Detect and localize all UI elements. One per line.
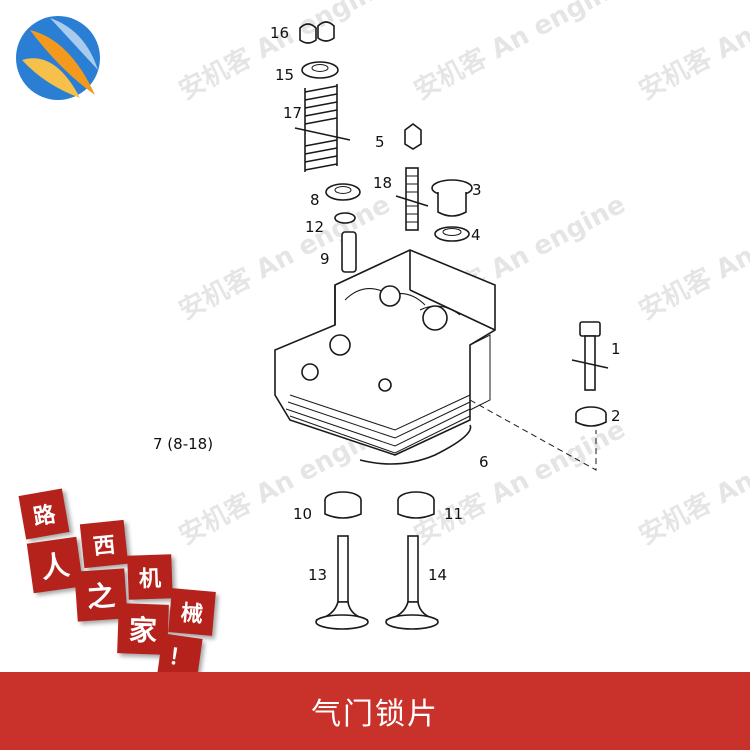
part-3-sleeve bbox=[431, 179, 473, 217]
part-2-washer bbox=[575, 406, 607, 427]
callout-12: 12 bbox=[305, 218, 324, 236]
footer-title: 气门锁片 bbox=[311, 697, 439, 732]
part-5-nut bbox=[404, 123, 422, 150]
watermark-text: 安机客 An engine bbox=[634, 189, 750, 326]
watermark-text: 安机客 An engine bbox=[634, 414, 750, 551]
badge-tile: 机 bbox=[127, 554, 173, 600]
callout-16: 16 bbox=[270, 24, 289, 42]
part-7-cylinder-head bbox=[274, 249, 496, 456]
callout-15: 15 bbox=[275, 66, 294, 84]
part-15-retainer bbox=[301, 61, 339, 79]
part-8-spring-seat bbox=[325, 183, 361, 201]
callout-14: 14 bbox=[428, 566, 447, 584]
callout-17: 17 bbox=[283, 104, 302, 122]
callout-9: 9 bbox=[320, 250, 330, 268]
badge-tile: 路 bbox=[18, 488, 70, 540]
footer-bar: 气门锁片 bbox=[0, 672, 750, 750]
callout-8: 8 bbox=[310, 191, 320, 209]
part-9-valve-guide bbox=[341, 231, 357, 273]
callout-6: 6 bbox=[479, 453, 489, 471]
part-13-intake-valve bbox=[315, 535, 369, 630]
part-4-ring bbox=[434, 226, 470, 242]
part-14-exhaust-valve bbox=[385, 535, 439, 630]
alignment-dashed-line bbox=[469, 399, 597, 471]
callout-3: 3 bbox=[472, 181, 482, 199]
part-18-stud bbox=[395, 167, 429, 231]
part-11-valve-seat bbox=[397, 491, 435, 519]
callout-5: 5 bbox=[375, 133, 385, 151]
callout-7: 7 (8-18) bbox=[153, 435, 213, 453]
callout-18: 18 bbox=[373, 174, 392, 192]
watermark-text: 安机客 An engine bbox=[409, 414, 631, 551]
watermark-text: 安机客 An engine bbox=[409, 0, 631, 106]
watermark-text: 安机客 An engine bbox=[634, 0, 750, 106]
part-6-gasket bbox=[359, 424, 472, 465]
callout-2: 2 bbox=[611, 407, 621, 425]
part-1-bolt bbox=[571, 321, 609, 391]
part-16-collets bbox=[299, 21, 335, 44]
callout-13: 13 bbox=[308, 566, 327, 584]
badge-tile: 西 bbox=[79, 519, 129, 569]
badge-tile: 械 bbox=[168, 588, 216, 636]
callout-10: 10 bbox=[293, 505, 312, 523]
part-10-valve-seat bbox=[324, 491, 362, 519]
part-12-stem-seal bbox=[334, 212, 356, 224]
callout-1: 1 bbox=[611, 340, 621, 358]
brand-logo bbox=[16, 16, 100, 100]
watermark-text: 安机客 An engine bbox=[174, 0, 396, 106]
part-17-spring bbox=[294, 84, 351, 172]
callout-11: 11 bbox=[444, 505, 463, 523]
callout-4: 4 bbox=[471, 226, 481, 244]
callout-labels: 16 15 17 5 18 3 4 8 12 9 1 2 7 (8-18) 6 … bbox=[153, 24, 621, 584]
